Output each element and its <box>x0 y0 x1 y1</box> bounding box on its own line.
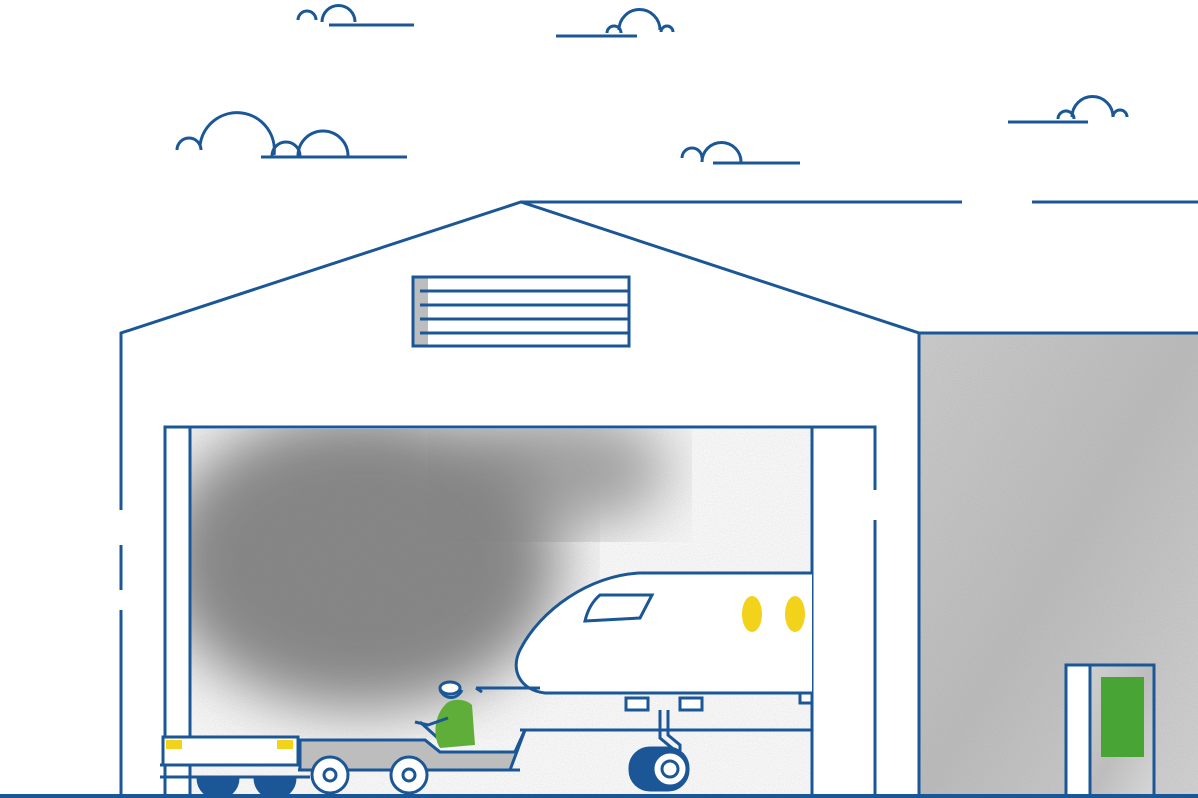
baggage-tractor <box>298 720 527 795</box>
airplane-nose <box>475 571 814 792</box>
cloud-icon <box>175 111 407 159</box>
driver <box>414 680 475 748</box>
cloud-icon <box>1008 95 1129 124</box>
wall-breaks <box>118 490 878 610</box>
airplane-window <box>742 596 762 632</box>
cloud-icon <box>296 4 414 27</box>
side-door <box>1064 663 1156 798</box>
cloud-icon <box>556 8 675 38</box>
adjacent-building <box>919 331 1198 798</box>
cloud-icon <box>680 141 800 165</box>
vent-grille <box>411 275 631 348</box>
airplane-window <box>785 596 805 632</box>
